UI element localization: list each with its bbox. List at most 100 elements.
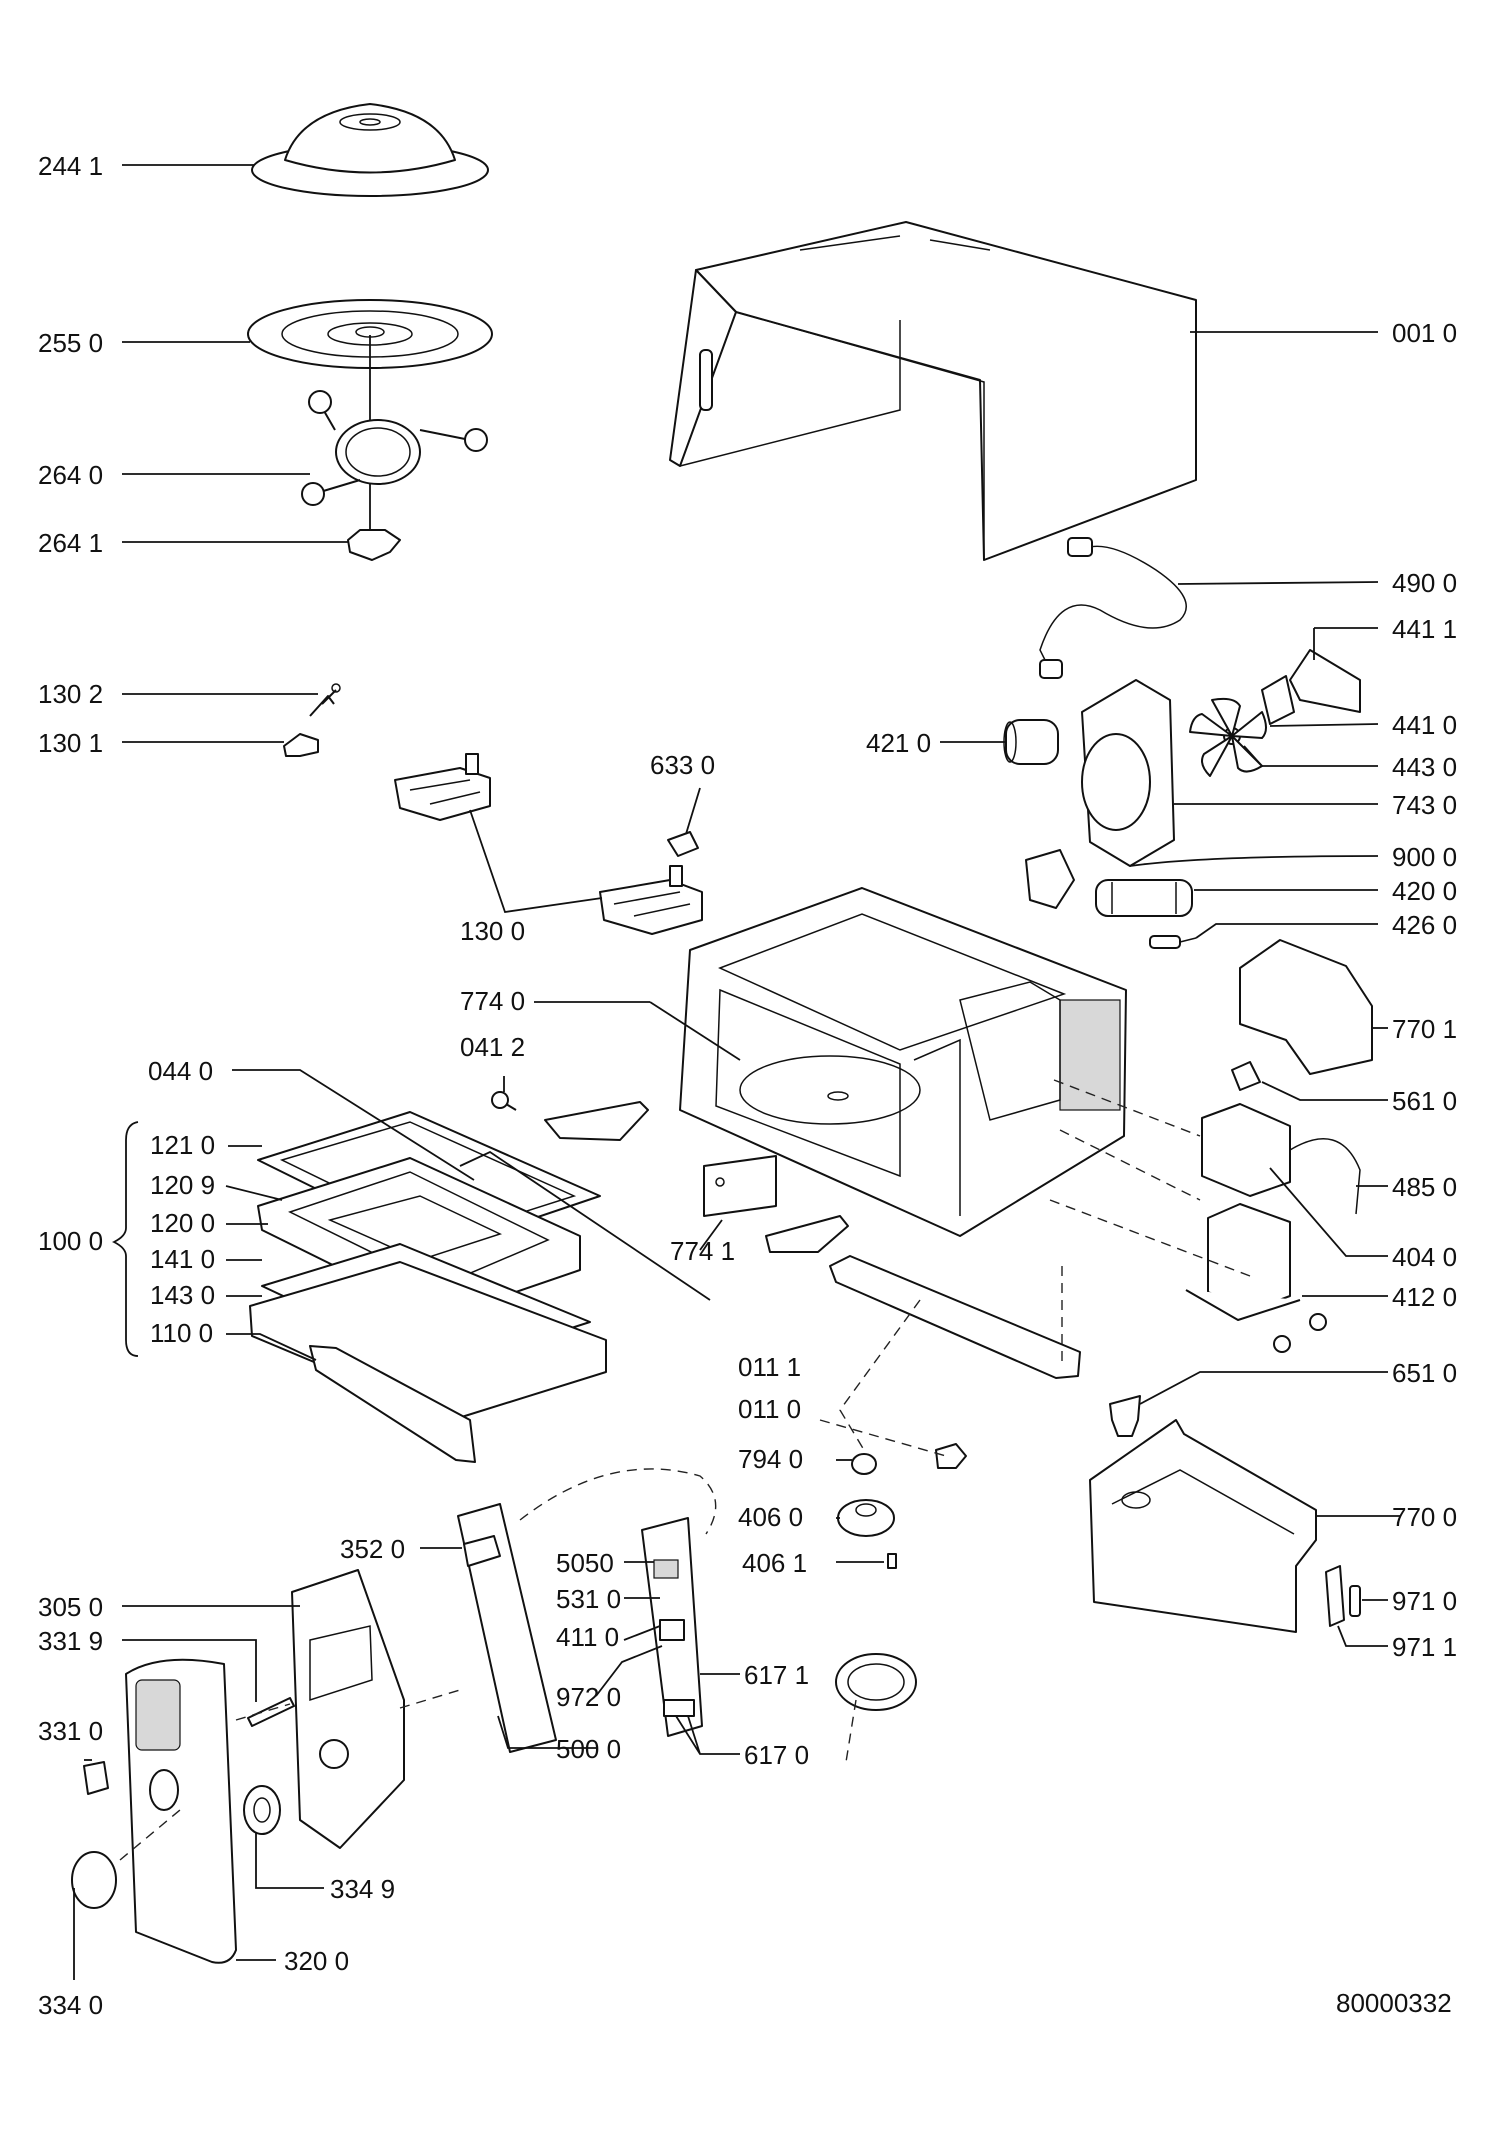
part-transformer-upper xyxy=(1201,1103,1361,1215)
label-485-0: 485 0 xyxy=(1392,1172,1457,1202)
part-door-outer xyxy=(249,1261,607,1421)
label-305-0: 305 0 xyxy=(38,1592,103,1622)
part-foot-2 xyxy=(935,1443,967,1469)
part-knob-lamp xyxy=(83,1761,109,1795)
part-outer-cabinet xyxy=(669,221,1197,561)
label-617-1: 617 1 xyxy=(744,1660,809,1690)
label-264-1: 264 1 xyxy=(38,528,103,558)
part-interlock-bracket-upper xyxy=(394,753,491,821)
label-5050: 5050 xyxy=(556,1548,614,1578)
label-900-0: 900 0 xyxy=(1392,842,1457,872)
label-500-0: 500 0 xyxy=(556,1734,621,1764)
label-143-0: 143 0 xyxy=(150,1280,215,1310)
part-hinge-pin xyxy=(544,1101,649,1141)
part-foot xyxy=(851,1453,877,1475)
part-thermal-bracket xyxy=(1261,649,1361,725)
part-fuse xyxy=(1325,1565,1361,1627)
part-fuse-clip xyxy=(1231,1061,1261,1091)
label-531-0: 531 0 xyxy=(556,1584,621,1614)
part-hinge-pin-lower xyxy=(765,1215,849,1253)
part-knob-shaft xyxy=(247,1697,295,1727)
part-screw xyxy=(491,1091,517,1111)
part-door-rod xyxy=(459,1150,711,1301)
label-130-0: 130 0 xyxy=(460,916,525,946)
label-420-0: 420 0 xyxy=(1392,876,1457,906)
label-406-1: 406 1 xyxy=(742,1548,807,1578)
part-main-board xyxy=(641,1517,703,1737)
label-770-0: 770 0 xyxy=(1392,1502,1457,1532)
label-044-0: 044 0 xyxy=(148,1056,213,1086)
part-base-rail xyxy=(829,1255,1081,1379)
label-331-9: 331 9 xyxy=(38,1626,103,1656)
part-control-frame xyxy=(291,1569,405,1849)
label-120-9: 120 9 xyxy=(150,1170,215,1200)
part-capacitor xyxy=(1095,879,1193,917)
part-cooling-fan xyxy=(1189,697,1267,777)
part-motor-screw xyxy=(887,1553,897,1569)
part-roller-ring xyxy=(301,390,488,506)
label-774-1: 774 1 xyxy=(670,1236,735,1266)
part-transformer-screws xyxy=(1273,1313,1327,1353)
label-244-1: 244 1 xyxy=(38,151,103,181)
label-561-0: 561 0 xyxy=(1392,1086,1457,1116)
part-turntable-motor xyxy=(837,1499,895,1537)
label-441-0: 441 0 xyxy=(1392,710,1457,740)
part-hinge-lower xyxy=(703,1155,777,1217)
label-443-0: 443 0 xyxy=(1392,752,1457,782)
part-door-handle xyxy=(309,1345,476,1463)
part-front-panel xyxy=(125,1658,237,1964)
label-404-0: 404 0 xyxy=(1392,1242,1457,1272)
label-011-0: 011 0 xyxy=(738,1394,801,1424)
label-121-0: 121 0 xyxy=(150,1130,215,1160)
part-microswitch xyxy=(667,831,699,857)
label-972-0: 972 0 xyxy=(556,1682,621,1712)
label-441-1: 441 1 xyxy=(1392,614,1457,644)
label-130-2: 130 2 xyxy=(38,679,103,709)
label-412-0: 412 0 xyxy=(1392,1282,1457,1312)
label-743-0: 743 0 xyxy=(1392,790,1457,820)
part-knob xyxy=(71,1851,117,1909)
part-drive-coupler xyxy=(347,529,401,561)
part-labels: 244 1 255 0 264 0 264 1 130 2 130 1 633 … xyxy=(38,151,1457,2020)
part-display-board xyxy=(457,1503,557,1753)
part-control-ribbon xyxy=(519,1468,717,1535)
part-air-duct xyxy=(1089,1419,1317,1633)
label-130-1: 130 1 xyxy=(38,728,103,758)
label-255-0: 255 0 xyxy=(38,328,103,358)
label-421-0: 421 0 xyxy=(866,728,931,758)
label-110-0: 110 0 xyxy=(150,1318,213,1348)
label-406-0: 406 0 xyxy=(738,1502,803,1532)
label-001-0: 001 0 xyxy=(1392,318,1457,348)
label-794-0: 794 0 xyxy=(738,1444,803,1474)
part-spring xyxy=(309,683,341,717)
part-diode xyxy=(1149,935,1197,949)
label-770-1: 770 1 xyxy=(1392,1014,1457,1044)
part-fan-motor xyxy=(1003,719,1059,765)
label-100-0: 100 0 xyxy=(38,1226,103,1256)
label-651-0: 651 0 xyxy=(1392,1358,1457,1388)
label-490-0: 490 0 xyxy=(1392,568,1457,598)
label-426-0: 426 0 xyxy=(1392,910,1457,940)
part-speaker xyxy=(835,1653,917,1711)
assembly-lines xyxy=(119,1079,1251,1861)
label-334-0: 334 0 xyxy=(38,1990,103,2020)
part-interlock-bracket-lower xyxy=(599,865,703,935)
label-971-1: 971 1 xyxy=(1392,1632,1457,1662)
label-411-0: 411 0 xyxy=(556,1622,619,1652)
label-617-0: 617 0 xyxy=(744,1740,809,1770)
part-air-guide xyxy=(1239,939,1373,1075)
part-transformer xyxy=(1185,1203,1301,1321)
label-352-0: 352 0 xyxy=(340,1534,405,1564)
part-fan-duct xyxy=(1025,679,1175,909)
label-971-0: 971 0 xyxy=(1392,1586,1457,1616)
part-power-cord xyxy=(1039,537,1187,679)
part-lamp xyxy=(1109,1395,1141,1437)
document-number: 80000332 xyxy=(1336,1988,1452,2018)
label-331-0: 331 0 xyxy=(38,1716,103,1746)
leader-lines xyxy=(73,164,1400,1980)
part-latch xyxy=(283,733,319,757)
part-cover-dome xyxy=(251,103,489,197)
part-oven-cavity xyxy=(679,887,1127,1237)
label-320-0: 320 0 xyxy=(284,1946,349,1976)
